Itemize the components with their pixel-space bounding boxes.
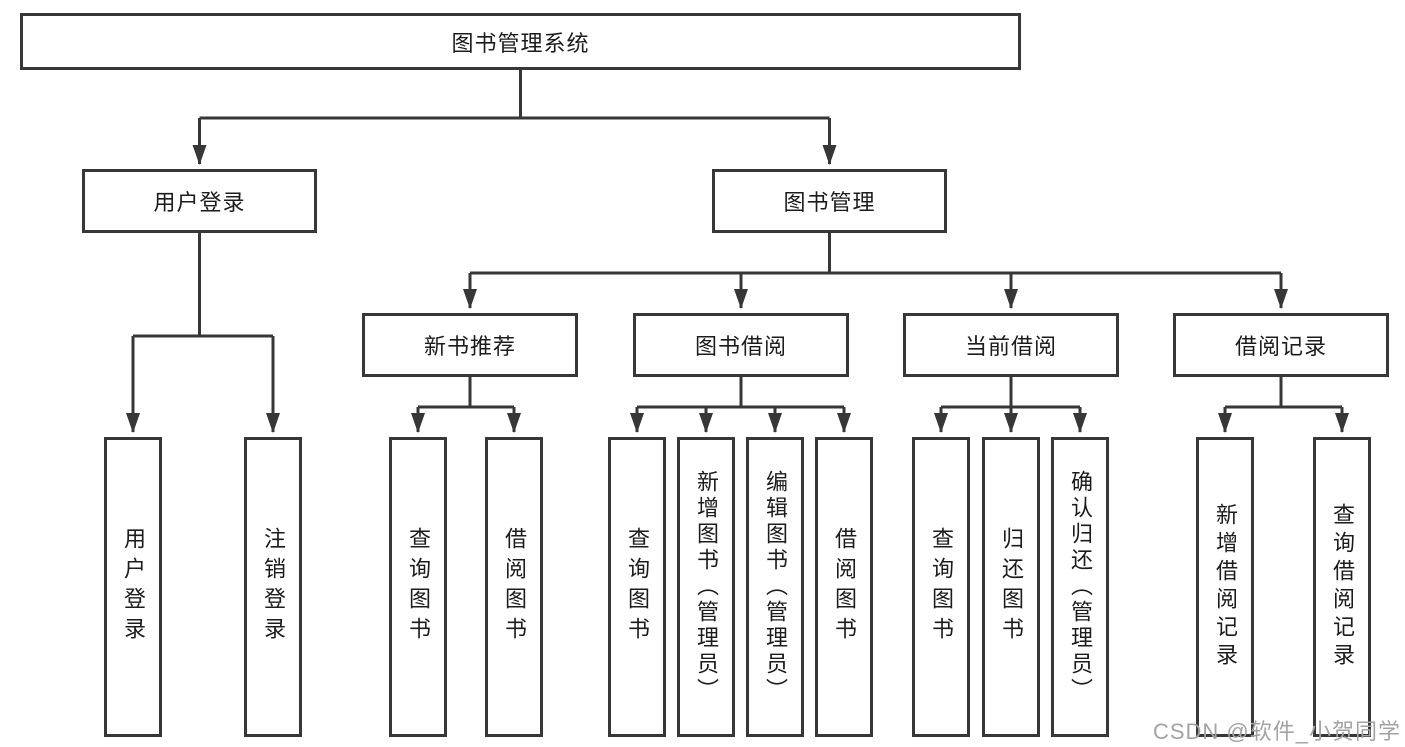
node-leaf-cb-query-books: 查询图书	[912, 437, 970, 737]
connector-user-login-to-leaves	[126, 233, 280, 433]
node-borrow-records: 借阅记录	[1173, 313, 1389, 377]
node-user-login-group: 用户登录	[82, 169, 317, 233]
connector-book-mgmt-to-level3	[463, 233, 1288, 309]
leaf-label: 查询借阅记录	[1330, 503, 1355, 671]
node-leaf-nbr-query-books: 查询图书	[389, 437, 447, 737]
node-leaf-bb-edit-books-admin: 编辑图书（管理员）	[746, 437, 804, 737]
connector-book-borrow-to-leaves	[630, 377, 851, 433]
leaf-label: 查询图书	[625, 527, 650, 647]
leaf-label: 用户登录	[121, 527, 146, 647]
connector-current-borrow-to-leaves	[934, 377, 1087, 433]
leaf-label: 借阅图书	[502, 527, 527, 647]
node-leaf-user-login: 用户登录	[104, 437, 162, 737]
node-root: 图书管理系统	[20, 13, 1021, 70]
node-leaf-br-query-record: 查询借阅记录	[1313, 437, 1371, 737]
connector-new-book-rec-to-leaves	[411, 377, 521, 433]
node-book-mgmt: 图书管理	[712, 169, 947, 233]
leaf-label: 查询图书	[406, 527, 431, 647]
node-book-borrow: 图书借阅	[633, 313, 849, 377]
node-leaf-bb-borrow-books: 借阅图书	[815, 437, 873, 737]
node-leaf-nbr-borrow-books: 借阅图书	[485, 437, 543, 737]
node-leaf-cb-return-books: 归还图书	[982, 437, 1040, 737]
node-new-book-recommend: 新书推荐	[362, 313, 578, 377]
node-current-borrow: 当前借阅	[903, 313, 1119, 377]
leaf-label: 新增图书（管理员）	[694, 470, 719, 704]
leaf-label: 新增借阅记录	[1213, 503, 1238, 671]
csdn-watermark: CSDN @软件_小贺同学	[1152, 719, 1401, 744]
node-leaf-logout: 注销登录	[244, 437, 302, 737]
node-leaf-bb-query-books: 查询图书	[608, 437, 666, 737]
node-leaf-cb-confirm-return-admin: 确认归还（管理员）	[1051, 437, 1109, 737]
node-leaf-br-add-record: 新增借阅记录	[1196, 437, 1254, 737]
leaf-label: 编辑图书（管理员）	[763, 470, 788, 704]
leaf-label: 注销登录	[261, 527, 286, 647]
node-leaf-bb-add-books-admin: 新增图书（管理员）	[677, 437, 735, 737]
leaf-label: 查询图书	[929, 527, 954, 647]
leaf-label: 确认归还（管理员）	[1068, 470, 1093, 704]
leaf-label: 归还图书	[999, 527, 1024, 647]
leaf-label: 借阅图书	[832, 527, 857, 647]
connector-root-to-level2	[192, 70, 837, 165]
connector-borrow-records-to-leaves	[1218, 377, 1349, 433]
